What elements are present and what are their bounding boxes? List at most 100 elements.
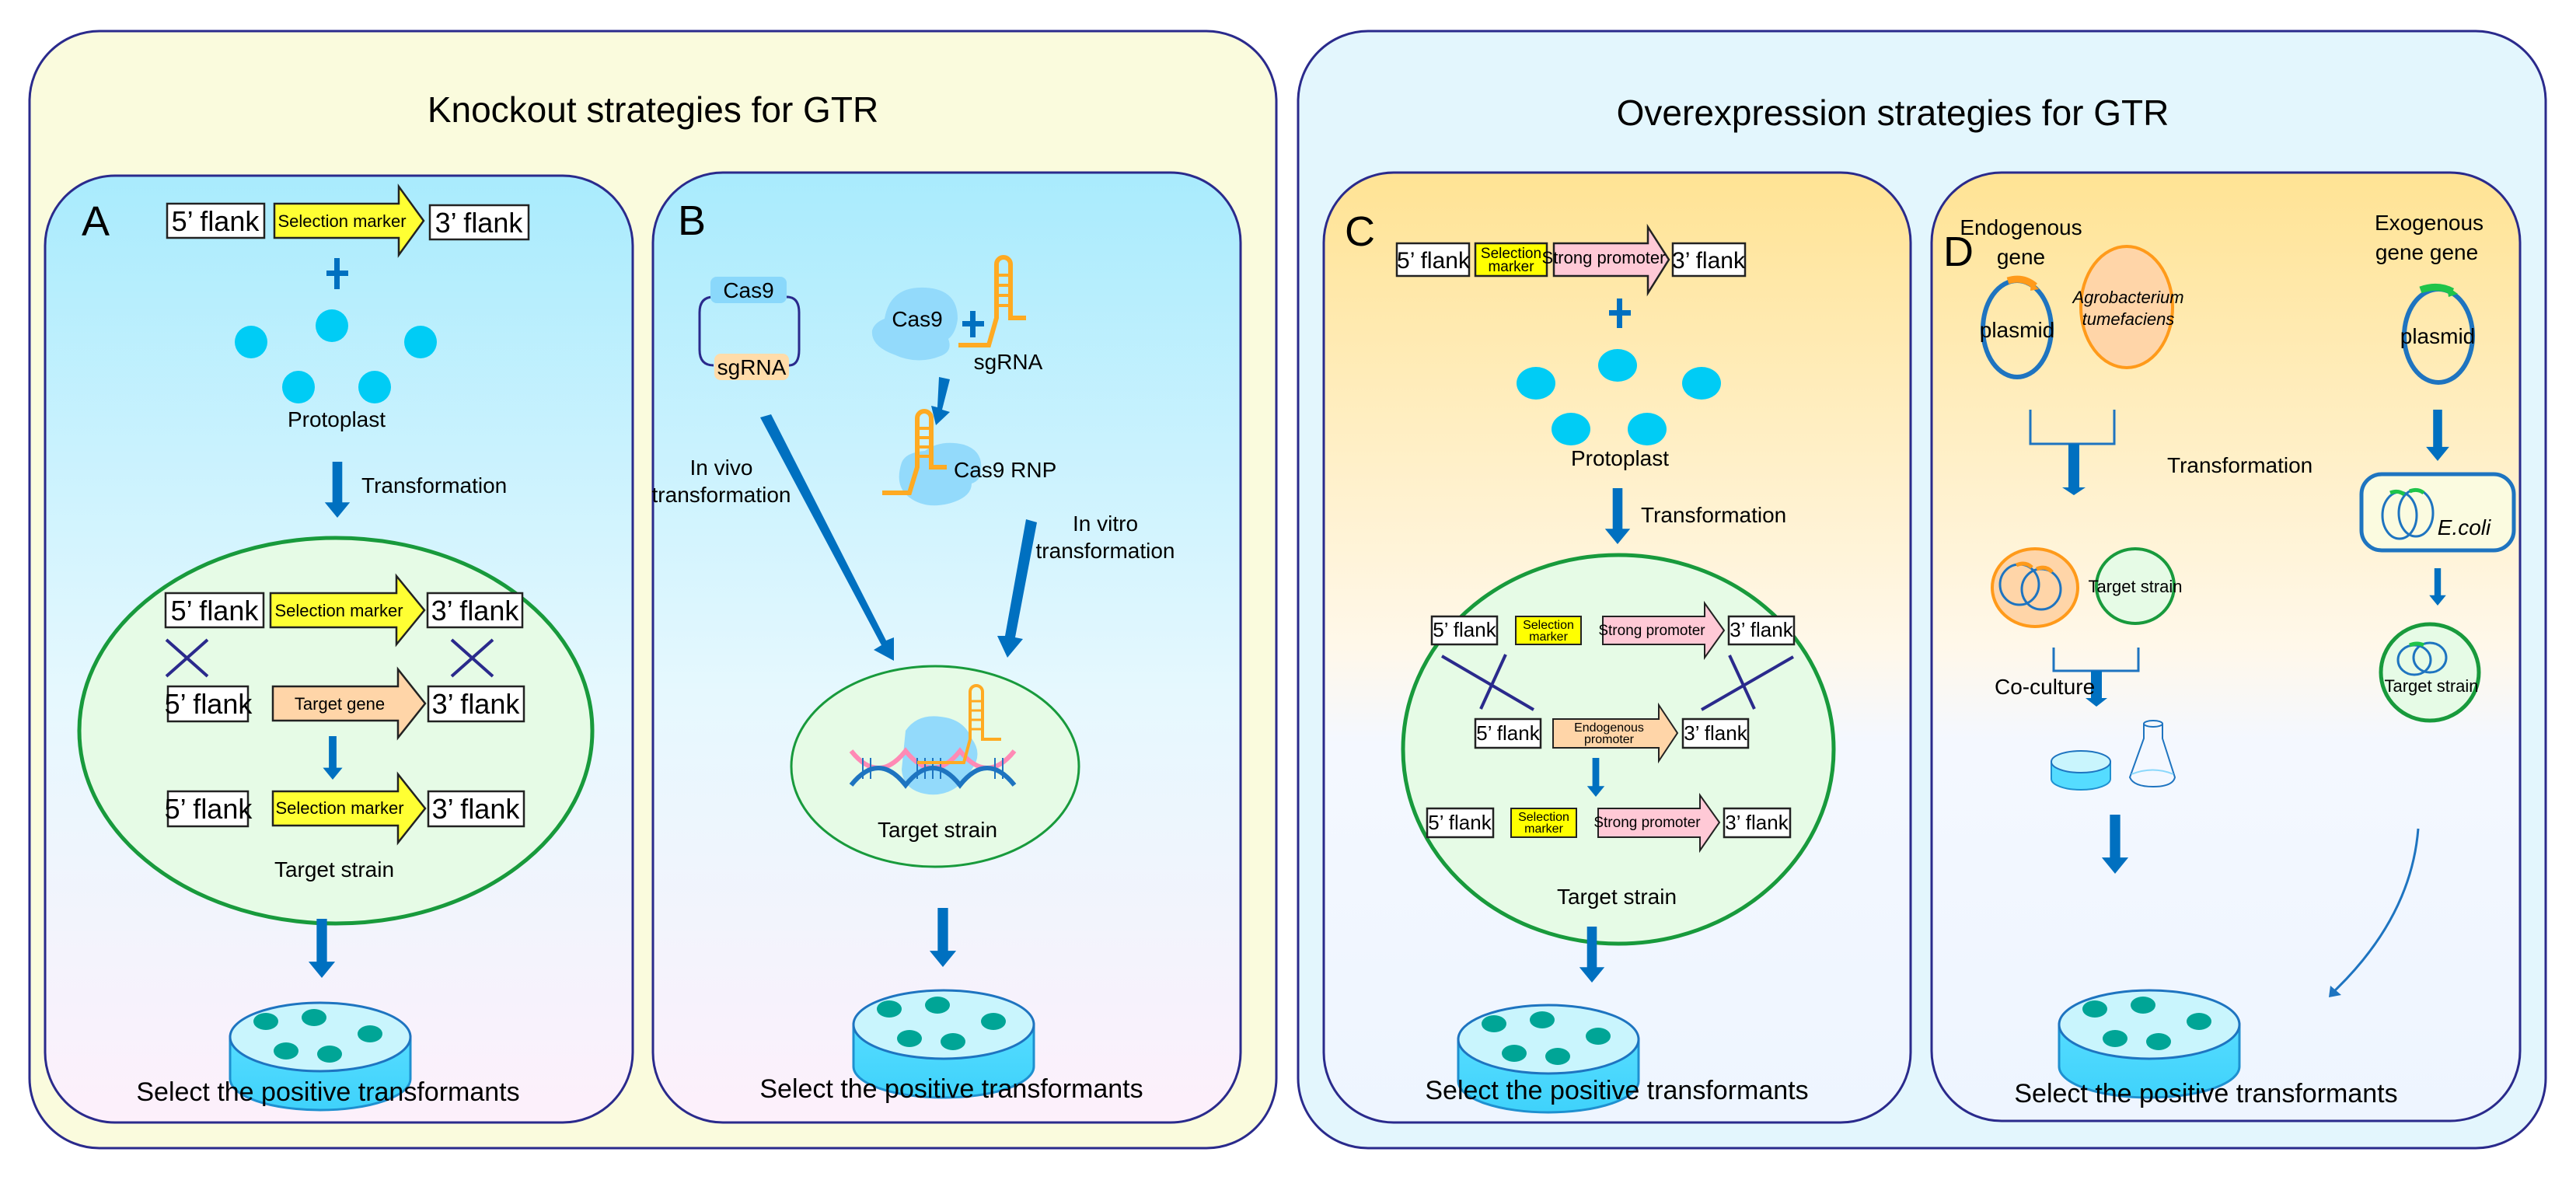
select-transformants-label: Select the positive transformants	[759, 1074, 1143, 1104]
sgrna-label: sgRNA	[717, 355, 787, 379]
curved-arrow-head	[2329, 986, 2341, 997]
ecoli-label: E.coli	[2438, 515, 2491, 539]
plasmid-label: plasmid	[2400, 324, 2475, 348]
target-gene-label: Target gene	[295, 694, 385, 714]
plus-icon	[1609, 298, 1631, 328]
target-strain-label: Target strain	[274, 857, 394, 882]
flank5-label: 5’ flank	[1433, 618, 1496, 641]
in-vivo-label: In vivo	[690, 456, 753, 480]
selection-marker-label: Selection	[1523, 619, 1574, 632]
target-strain-plasmids-icon	[2396, 641, 2448, 676]
exogenous-plasmid-icon	[2402, 284, 2475, 385]
endogenous-gene-label: Endogenous	[1960, 215, 2082, 239]
flank5-label: 5’ flank	[165, 688, 253, 720]
endogenous-plasmid-icon	[1981, 275, 2054, 379]
cell-row-1: 5’ flank Selection marker 3’ flank	[164, 573, 524, 648]
agrobacterium-label: tumefaciens	[2082, 309, 2175, 329]
protoplast-cells	[1517, 349, 1721, 445]
flank5-label: 5’ flank	[1428, 811, 1492, 834]
ecoli-plasmids-icon	[2381, 487, 2435, 540]
panel-a-construct: 5’ flank Selection marker 3’ flank	[166, 183, 530, 258]
curved-arrow-icon	[2332, 828, 2420, 993]
select-transformants-label: Select the positive transformants	[2014, 1079, 2397, 1108]
flank3-label: 3’ flank	[1725, 811, 1789, 834]
selection-marker-label: Selection	[1518, 811, 1569, 824]
agrobacterium-label: Agrobacterium	[2071, 288, 2183, 307]
in-vitro-arrow-icon	[997, 519, 1037, 658]
panel-c: C 5’ flank Selection marker Strong promo…	[1322, 171, 1912, 1124]
flank3-label: 3’ flank	[431, 595, 520, 627]
flank3-label: 3’ flank	[1672, 248, 1746, 274]
panel-a: A 5’ flank Selection marker 3’ flank Pro…	[44, 174, 634, 1124]
panel-a-letter: A	[82, 198, 110, 245]
target-strain-label: Target strain	[2384, 676, 2478, 696]
culture-dish-icon	[2051, 750, 2111, 791]
cas9-rnp-icon	[899, 442, 982, 506]
cell-row-3: 5’ flank Selection marker Strong promote…	[1426, 792, 1792, 854]
selection-marker-label: Selection marker	[274, 601, 403, 620]
flank3-label: 3’ flank	[1684, 721, 1747, 745]
flank3-label: 3’ flank	[435, 207, 524, 239]
select-transformants-label: Select the positive transformants	[136, 1077, 519, 1107]
strong-promoter-arrow	[1552, 223, 1670, 297]
in-vivo-label: transformation	[652, 483, 791, 507]
down-arrow-icon	[2062, 487, 2086, 495]
endogenous-promoter-label: promoter	[1584, 733, 1635, 746]
selection-marker-label: Selection marker	[275, 798, 403, 818]
plus-icon	[962, 311, 984, 337]
down-arrow-icon	[2086, 698, 2107, 707]
rnp-sgrna-icon	[882, 409, 947, 495]
exogenous-gene-label: Exogenous	[2375, 211, 2484, 235]
select-transformants-label: Select the positive transformants	[1425, 1076, 1808, 1105]
sgrna-hairpin-icon	[958, 255, 1026, 347]
agrobacterium-cell	[2079, 245, 2174, 369]
target-strain-label: Target strain	[2088, 577, 2182, 596]
protoplast-label: Protoplast	[1571, 446, 1669, 470]
flank5-label: 5’ flank	[171, 595, 260, 627]
exogenous-gene-label: gene gene	[2375, 240, 2478, 264]
panel-d: D Endogenous gene plasmid Agrobacterium …	[1930, 171, 2522, 1122]
arrow-to-rnp-icon	[931, 377, 950, 425]
dna-cleavage-icon	[849, 684, 1017, 795]
endogenous-promoter-label: Endogenous	[1574, 721, 1644, 735]
selection-marker-label: Selection marker	[277, 211, 406, 231]
flank5-label: 5’ flank	[1476, 721, 1540, 745]
selection-marker-arrow	[273, 183, 425, 258]
knockout-title: Knockout strategies for GTR	[428, 89, 878, 130]
panel-b: B Cas9 sgRNA Cas9 sgRNA	[651, 171, 1242, 1124]
recombination-cross-left	[1440, 654, 1535, 711]
co-culture-label: Co-culture	[1995, 675, 2095, 699]
transformed-agrobacterium-icon	[1991, 547, 2079, 628]
flank3-label: 3’ flank	[1730, 618, 1793, 641]
flask-icon	[2128, 720, 2176, 788]
cell-row-1: 5’ flank Selection marker Strong promote…	[1430, 600, 1796, 661]
flank3-label: 3’ flank	[432, 793, 521, 825]
panel-d-letter: D	[1943, 229, 1974, 275]
cas9-rnp-label: Cas9 RNP	[954, 458, 1056, 482]
cas9-label: Cas9	[723, 278, 773, 302]
panel-c-letter: C	[1345, 208, 1375, 255]
cas9-sgrna-plasmid: Cas9 sgRNA	[698, 277, 801, 380]
recombination-cross-right	[1701, 655, 1794, 711]
plasmid-label: plasmid	[1980, 318, 2054, 342]
panel-b-letter: B	[678, 197, 706, 244]
transformation-label: Transformation	[2167, 453, 2312, 477]
flank5-label: 5’ flank	[165, 793, 253, 825]
in-vitro-label: In vitro	[1073, 511, 1138, 536]
flank5-label: 5’ flank	[1397, 248, 1471, 274]
transformation-label: Transformation	[361, 473, 507, 497]
cell-row-3: 5’ flank Selection marker 3’ flank	[165, 771, 525, 846]
recombination-cross-left	[165, 638, 209, 678]
selection-marker-label: marker	[1524, 822, 1563, 836]
sgrna-label: sgRNA	[974, 350, 1043, 374]
strong-promoter-label: Strong promoter	[1542, 248, 1666, 267]
cas9-protein-icon	[871, 287, 958, 361]
strong-promoter-label: Strong promoter	[1598, 623, 1705, 639]
cell-row-2: 5’ flank Endogenous promoter 3’ flank	[1474, 702, 1750, 764]
protoplast-label: Protoplast	[288, 407, 386, 431]
target-strain-label: Target strain	[1557, 885, 1677, 909]
target-strain-cell	[2095, 547, 2176, 625]
in-vitro-label: transformation	[1036, 539, 1175, 563]
protoplast-cells	[235, 309, 437, 403]
